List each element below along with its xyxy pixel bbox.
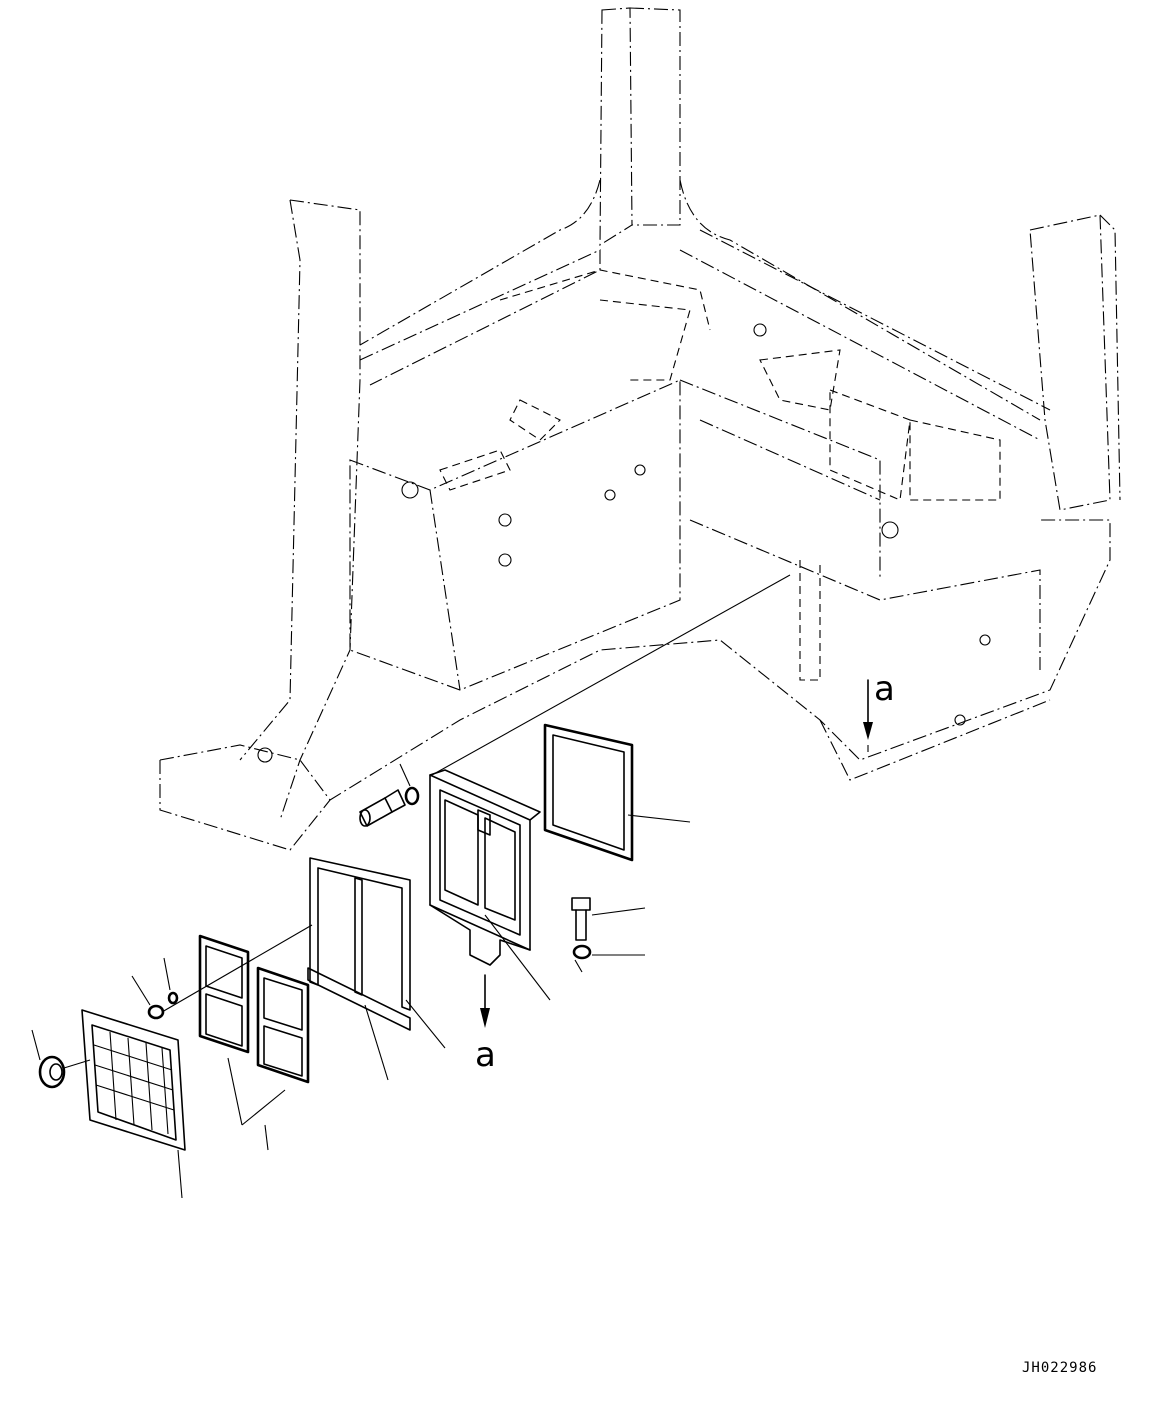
bolt-lower [571, 897, 646, 941]
bolt-upper [359, 789, 406, 827]
grille-cover [81, 1009, 186, 1199]
filter-bracket [429, 769, 551, 1001]
seal-strip [307, 967, 411, 1081]
filter-frame [309, 857, 446, 1049]
fastener-leader [161, 924, 313, 1013]
washer-lower [572, 944, 645, 973]
view-arrow-upper [863, 679, 873, 752]
nut-small [163, 957, 179, 1005]
cab-frame [159, 7, 1121, 851]
view-label-lower: a [475, 1035, 496, 1075]
filter-element-front [198, 934, 250, 1054]
assembly-leader [431, 574, 791, 776]
seal-gasket [543, 723, 691, 862]
washer-upper [399, 763, 420, 806]
filter-element-rear [256, 966, 310, 1084]
knob [31, 1029, 91, 1089]
filter-leader [227, 1057, 286, 1151]
view-arrow-lower [480, 974, 490, 1028]
drawing-code: JH022986 [1022, 1360, 1097, 1376]
washer-small [131, 975, 165, 1020]
view-label-upper: a [874, 669, 895, 709]
